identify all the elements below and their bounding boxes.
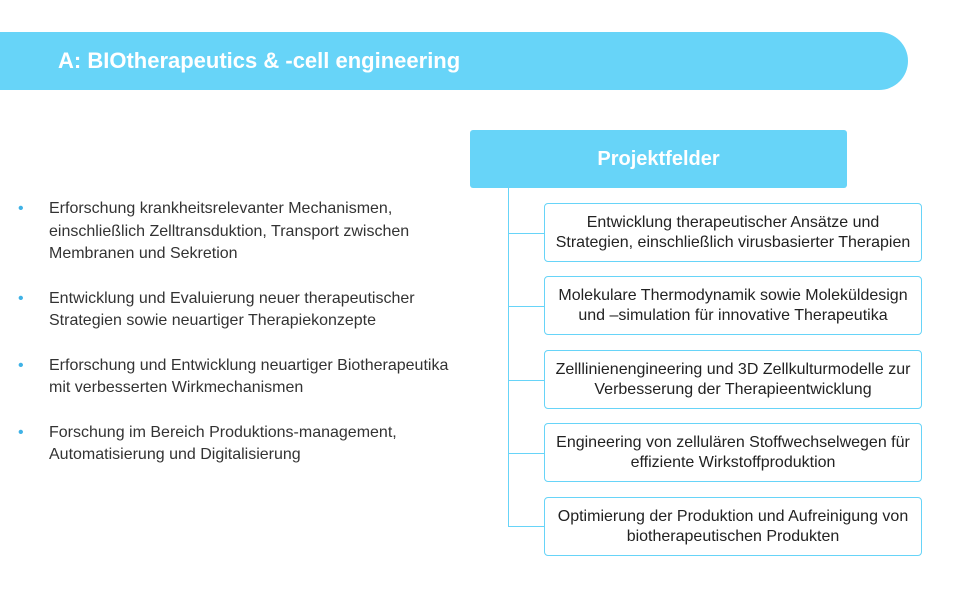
bullet-text: Forschung im Bereich Produktions-managem… [49,423,397,464]
projektfeld-text: Engineering von zellulären Stoffwechselw… [556,434,910,471]
projektfeld-box: Engineering von zellulären Stoffwechselw… [544,423,922,482]
bullet-text: Erforschung krankheitsrelevanter Mechani… [49,200,410,262]
title-banner: A: BIOtherapeutics & -cell engineering [0,32,908,90]
connector-branch [508,526,545,527]
projektfeld-text: Entwicklung therapeutischer Ansätze und … [555,214,911,251]
connector-branch [508,233,545,234]
bullet-dot-icon: • [18,200,24,217]
bullet-text: Erforschung und Entwicklung neuartiger B… [49,356,449,397]
bullet-dot-icon: • [18,289,24,307]
projektfelder-header: Projektfelder [470,130,847,188]
bullet-item: • Forschung im Bereich Produktions-manag… [18,422,468,467]
projektfeld-text: Zelllinienengineering und 3D Zellkulturm… [555,361,911,398]
connector-branch [508,453,545,454]
projektfeld-box: Zelllinienengineering und 3D Zellkulturm… [544,350,922,409]
bullet-item: • Erforschung und Entwicklung neuartiger… [18,355,468,400]
projektfeld-box: Optimierung der Produktion und Aufreinig… [544,497,922,556]
bullet-list: • Erforschung krankheitsrelevanter Mecha… [18,198,468,489]
bullet-item: • Erforschung krankheitsrelevanter Mecha… [18,198,468,266]
connector-branch [508,306,545,307]
projektfeld-box: Entwicklung therapeutischer Ansätze und … [544,203,922,262]
projektfeld-text: Molekulare Thermodynamik sowie Molekülde… [558,287,908,324]
projektfeld-box: Molekulare Thermodynamik sowie Molekülde… [544,276,922,335]
slide-title: A: BIOtherapeutics & -cell engineering [58,48,461,73]
projektfeld-text: Optimierung der Produktion und Aufreinig… [557,508,909,545]
bullet-text: Entwicklung und Evaluierung neuer therap… [49,289,415,330]
connector-trunk [508,188,509,527]
connector-branch [508,380,545,381]
bullet-item: • Entwicklung und Evaluierung neuer ther… [18,288,468,333]
bullet-dot-icon: • [18,356,24,374]
bullet-dot-icon: • [18,423,24,441]
